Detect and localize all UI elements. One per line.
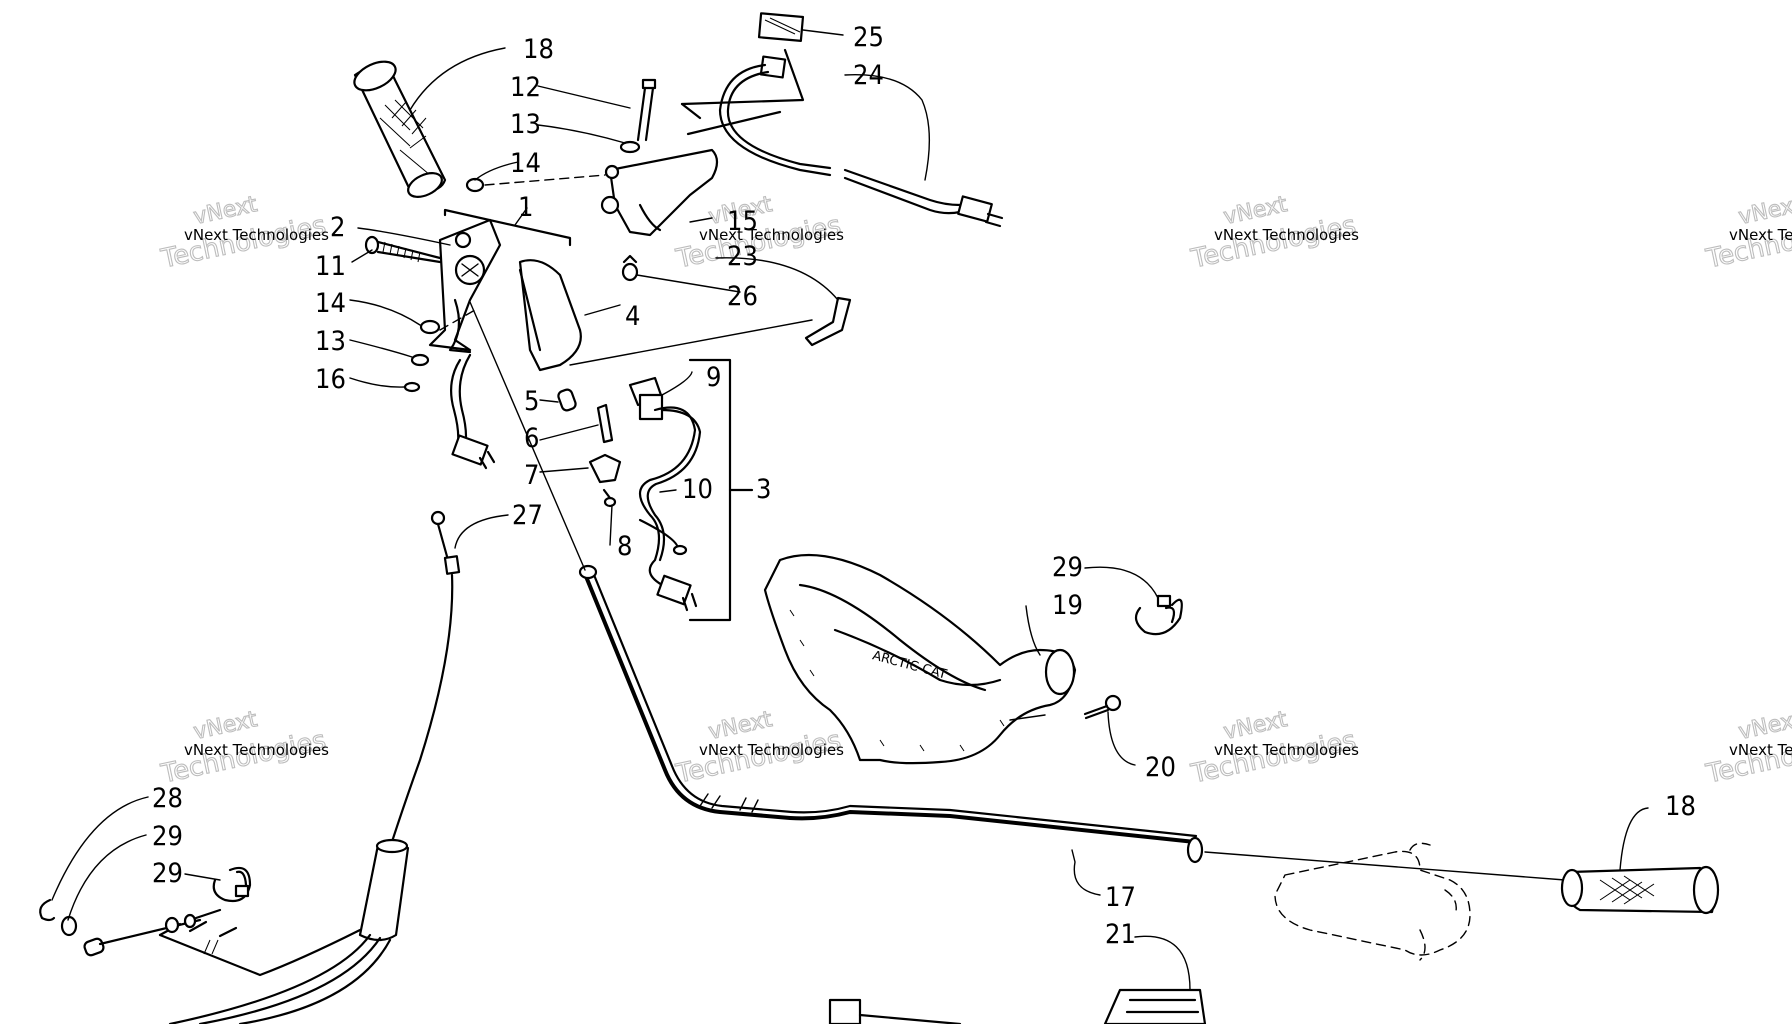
washer: [419, 319, 441, 335]
watermark-text: vNext Technologies: [699, 226, 844, 244]
callout-18: 18: [523, 34, 554, 65]
callout-13: 13: [315, 326, 346, 357]
callout-6: 6: [524, 423, 539, 454]
watermark-text: vNext Technologies: [1214, 226, 1359, 244]
svg-text:vNext: vNext: [191, 192, 259, 230]
svg-text:vNext: vNext: [706, 707, 774, 745]
callout-7: 7: [524, 460, 539, 491]
cable-end-parts: [39, 898, 222, 957]
callout-23: 24: [853, 60, 884, 91]
dashed-centerline: [484, 174, 606, 186]
cable-23: [680, 12, 1004, 228]
clip: [403, 381, 421, 393]
callout-24: 25: [853, 22, 884, 53]
dashed-centerline: [439, 309, 476, 331]
callout-19: 19: [1052, 590, 1083, 621]
svg-text:vNext: vNext: [1736, 707, 1792, 745]
callout-14: 14: [510, 148, 541, 179]
callout-labels: 18 12 13 14 1 2 11 14 13 16 4 5 6 7 8 9 …: [152, 22, 1696, 950]
callout-10: 10: [682, 474, 713, 505]
callout-14: 14: [315, 288, 346, 319]
watermark-text: vNext Technologies: [1214, 741, 1359, 759]
callout-12: 12: [510, 72, 541, 103]
switch-harness: [628, 376, 702, 612]
washer: [465, 177, 485, 193]
svg-text:vNext: vNext: [1221, 707, 1289, 745]
leader-lines: [51, 29, 1649, 991]
group-bracket: [680, 48, 805, 106]
screw: [364, 235, 442, 264]
watermark-text: vNext Technologies: [184, 741, 329, 759]
callout-29: 29: [152, 858, 183, 889]
bolt: [619, 78, 657, 154]
callout-22: 23: [727, 241, 758, 272]
left-wire-harness: [449, 353, 496, 470]
callout-4: 4: [625, 301, 640, 332]
watermark-text: vNext Technologies: [184, 226, 329, 244]
callout-26: 27: [512, 500, 543, 531]
watermark-text: vNext Technologies: [1729, 741, 1792, 759]
callout-27: 28: [152, 783, 183, 814]
handlebar: [578, 564, 1204, 864]
svg-text:vNext: vNext: [1736, 192, 1792, 230]
callout-3: 3: [756, 474, 771, 505]
callout-8: 8: [617, 531, 632, 562]
callout-13: 13: [510, 109, 541, 140]
callout-9: 9: [706, 362, 721, 393]
group-bracket: [680, 102, 782, 136]
callout-16: 16: [315, 364, 346, 395]
callout-15: 15: [727, 206, 758, 237]
brake-control-ghost: [1274, 842, 1471, 961]
callout-2: 2: [330, 212, 345, 243]
washer: [410, 353, 430, 367]
callout-1: 1: [518, 192, 533, 223]
callout-21: 21: [1105, 919, 1136, 950]
screw: [1083, 694, 1122, 720]
callout-5: 5: [524, 386, 539, 417]
dashed-centerline: [569, 319, 813, 366]
group-bracket: [443, 208, 572, 247]
svg-text:vNext: vNext: [191, 707, 259, 745]
watermark-text: vNext Technologies: [1729, 226, 1792, 244]
brake-lever: [600, 148, 719, 237]
hose-clamp: [1134, 594, 1183, 636]
part-22: [569, 254, 852, 366]
callout-18: 18: [1665, 791, 1696, 822]
right-grip: [1560, 865, 1720, 915]
part-21: [828, 988, 1207, 1024]
watermark-text: vNext Technologies: [699, 741, 844, 759]
callout-29: 29: [1052, 552, 1083, 583]
throttle-housing: [428, 218, 582, 372]
left-grip: [353, 60, 447, 198]
callout-11: 11: [315, 251, 346, 282]
callout-17: 17: [1105, 882, 1136, 913]
callout-20: 20: [1145, 752, 1176, 783]
callout-28: 29: [152, 821, 183, 852]
small-parts: [557, 388, 622, 508]
handlebar-pad: ARCTIC CAT: [763, 553, 1077, 765]
hose-clamp: [212, 866, 252, 903]
svg-text:vNext: vNext: [1221, 192, 1289, 230]
callout-25: 26: [727, 281, 758, 312]
